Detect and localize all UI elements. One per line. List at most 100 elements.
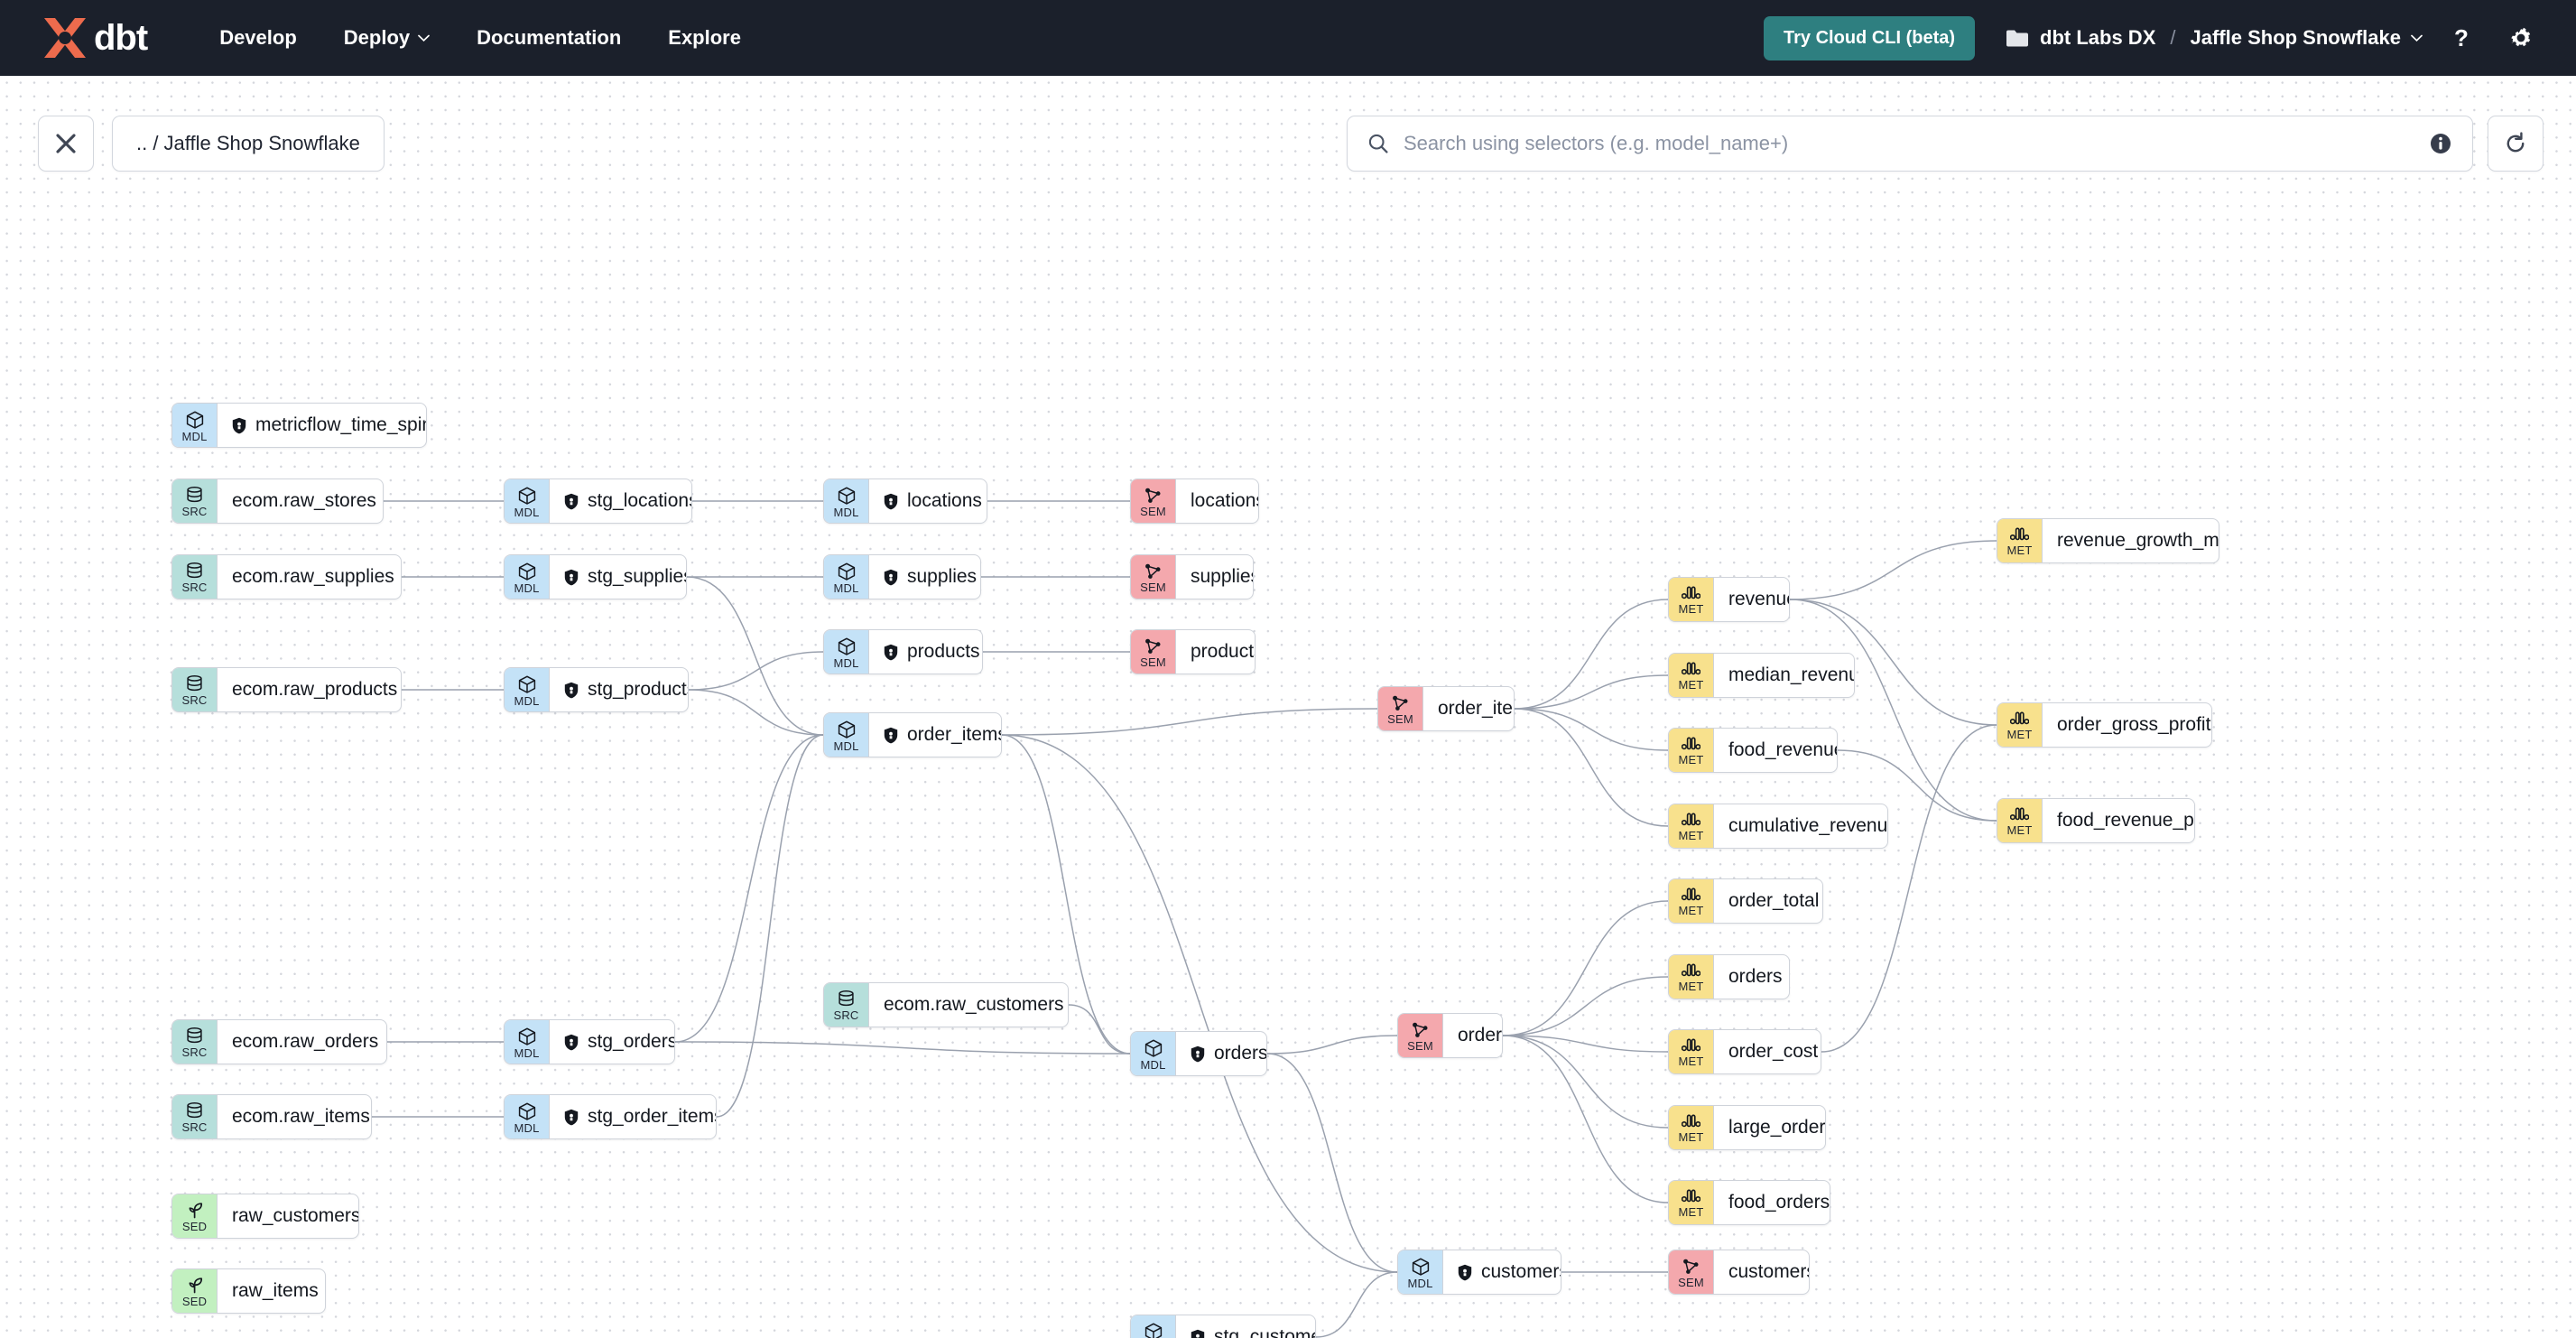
lineage-node-mdl_stg_customers[interactable]: MDL stg_customers xyxy=(1130,1315,1316,1338)
nav-link-documentation[interactable]: Documentation xyxy=(453,17,644,59)
bar-chart-icon xyxy=(1682,813,1700,826)
node-label: large_order xyxy=(1728,1117,1826,1138)
refresh-button[interactable] xyxy=(2488,116,2544,172)
graph-breadcrumb-button[interactable]: .. / Jaffle Shop Snowflake xyxy=(112,116,385,172)
settings-button[interactable] xyxy=(2500,17,2542,59)
node-label: raw_items xyxy=(232,1280,319,1301)
breadcrumb-project-selector[interactable]: Jaffle Shop Snowflake xyxy=(2191,26,2423,50)
node-body: large_order xyxy=(1714,1106,1826,1149)
dbt-logo[interactable]: dbt xyxy=(40,14,148,61)
node-label: stg_order_items xyxy=(588,1106,717,1127)
nav-link-explore[interactable]: Explore xyxy=(644,17,764,59)
node-label: food_revenue_pct xyxy=(2057,810,2195,831)
node-body: stg_locations xyxy=(550,479,691,523)
lineage-node-mdl_order_items[interactable]: MDL order_items xyxy=(823,712,1002,757)
lineage-node-met_food_revenue_pct[interactable]: MET food_revenue_pct xyxy=(1997,798,2195,843)
node-type-label: SEM xyxy=(1387,712,1413,726)
node-body: order_cost xyxy=(1714,1030,1821,1073)
lineage-node-sem_products[interactable]: SEMproducts xyxy=(1130,629,1256,674)
lineage-edge xyxy=(1266,1035,1398,1055)
lineage-node-stg_locations[interactable]: MDL stg_locations xyxy=(504,479,692,524)
lineage-node-stg_products[interactable]: MDL stg_products xyxy=(504,667,689,712)
node-type-label: SRC xyxy=(181,1045,208,1059)
graph-toolbar: .. / Jaffle Shop Snowflake xyxy=(0,76,2576,172)
nav-link-develop[interactable]: Develop xyxy=(196,17,320,59)
graph-node-icon xyxy=(1145,638,1161,654)
node-label: stg_supplies xyxy=(588,566,687,587)
lineage-node-mdl_customers[interactable]: MDL customers xyxy=(1397,1250,1561,1295)
node-body: locations xyxy=(869,479,987,523)
graph-node-icon xyxy=(1413,1022,1428,1037)
lineage-node-metricflow_time_spine[interactable]: MDL metricflow_time_spine xyxy=(171,403,427,448)
node-type-label: SED xyxy=(181,1220,208,1233)
help-button[interactable]: ? xyxy=(2441,17,2482,59)
close-button[interactable] xyxy=(38,116,94,172)
lineage-node-mdl_locations[interactable]: MDL locations xyxy=(823,479,987,524)
node-label: stg_orders xyxy=(588,1031,675,1052)
dbt-wordmark: dbt xyxy=(94,17,148,58)
lineage-node-stg_order_items[interactable]: MDL stg_order_items xyxy=(504,1094,717,1139)
lineage-edge xyxy=(688,689,824,736)
node-type-label: MET xyxy=(1678,753,1704,767)
search-input[interactable] xyxy=(1404,132,2414,155)
node-type-badge-mdl: MDL xyxy=(1131,1315,1176,1338)
node-body: ecom.raw_items xyxy=(218,1095,371,1138)
node-type-label: MDL xyxy=(833,655,859,670)
node-type-badge-sed: SED xyxy=(172,1194,218,1238)
node-type-badge-mdl: MDL xyxy=(824,555,869,599)
node-body: food_revenue xyxy=(1714,729,1838,772)
node-type-label: SEM xyxy=(1407,1039,1433,1053)
nav-link-deploy[interactable]: Deploy xyxy=(320,17,453,59)
search-bar[interactable] xyxy=(1347,116,2473,172)
lineage-node-sem_orders[interactable]: SEMorders xyxy=(1397,1013,1503,1058)
node-body: raw_items xyxy=(218,1269,325,1313)
bar-chart-icon xyxy=(1682,1189,1700,1203)
lineage-node-stg_orders[interactable]: MDL stg_orders xyxy=(504,1019,675,1064)
node-type-label: MET xyxy=(2006,823,2033,837)
node-label: stg_products xyxy=(588,679,689,700)
breadcrumb-account[interactable]: dbt Labs DX xyxy=(2040,26,2156,49)
node-body: supplies xyxy=(1176,555,1253,599)
node-label: supplies xyxy=(907,566,978,587)
lineage-node-stg_supplies[interactable]: MDL stg_supplies xyxy=(504,554,687,599)
try-cloud-cli-button[interactable]: Try Cloud CLI (beta) xyxy=(1764,15,1976,60)
database-icon xyxy=(187,562,202,579)
node-type-label: MDL xyxy=(833,505,859,519)
node-body: metricflow_time_spine xyxy=(218,404,426,447)
node-label: ecom.raw_stores xyxy=(232,490,376,511)
node-type-label: MET xyxy=(2006,728,2033,741)
lineage-node-mdl_supplies[interactable]: MDL supplies xyxy=(823,554,981,599)
lineage-node-met_food_revenue[interactable]: MET food_revenue xyxy=(1668,728,1838,773)
info-icon[interactable] xyxy=(2429,132,2452,155)
node-label: products xyxy=(907,641,980,662)
bar-chart-icon xyxy=(1682,963,1700,977)
node-label: food_revenue xyxy=(1728,739,1838,760)
lineage-node-mdl_products[interactable]: MDL products xyxy=(823,629,983,674)
node-type-badge-mdl: MDL xyxy=(505,668,550,711)
node-type-badge-mdl: MDL xyxy=(1398,1250,1443,1294)
lineage-node-mdl_orders[interactable]: MDL orders xyxy=(1130,1031,1267,1076)
